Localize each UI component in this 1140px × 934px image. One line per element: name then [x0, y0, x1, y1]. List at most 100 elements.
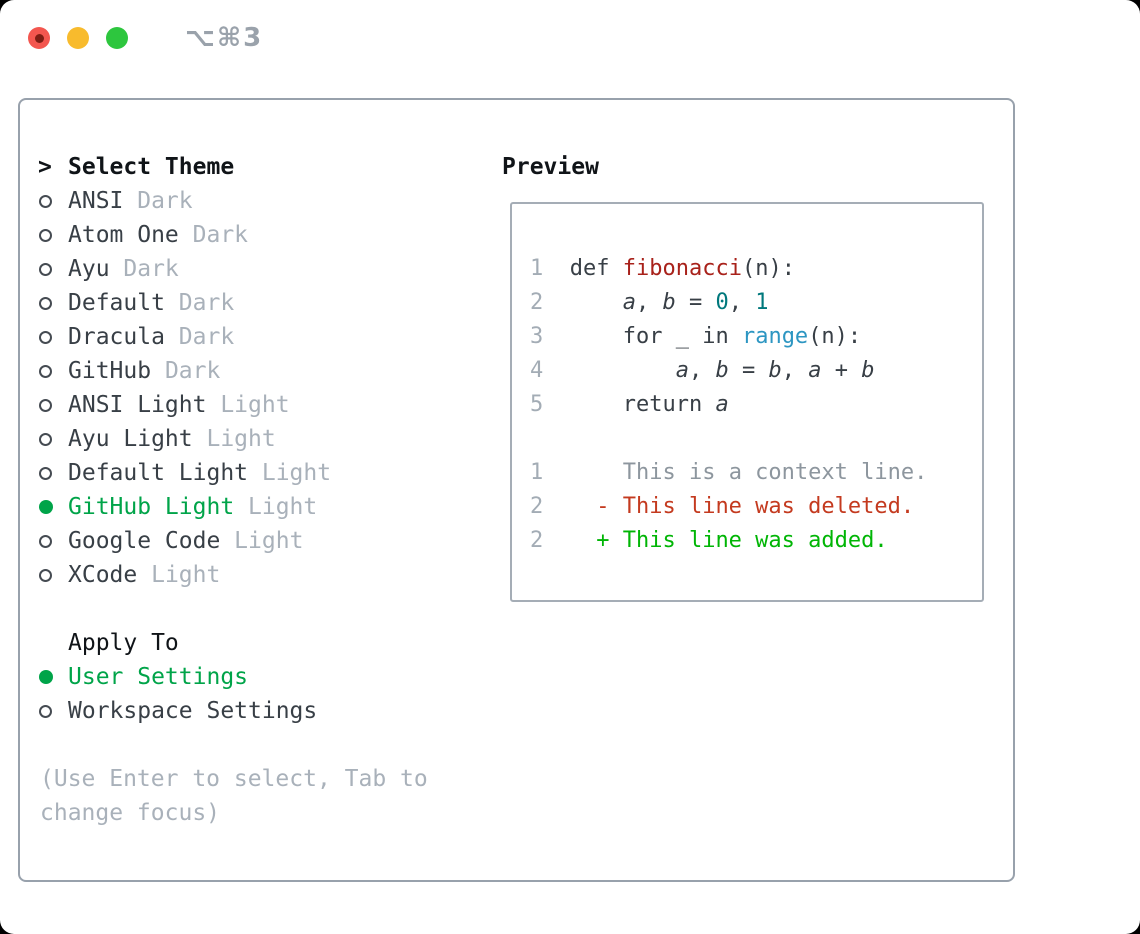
theme-option[interactable]: GitHub Dark: [38, 354, 428, 388]
record-dot-icon: [34, 33, 44, 43]
code-preview: 1 def fibonacci(n): 2 a, b = 0, 1 3 for …: [512, 204, 982, 558]
radio-unselected-icon[interactable]: [39, 568, 52, 582]
code-token-pln: ,: [781, 358, 809, 383]
theme-variant-tag: Dark: [109, 256, 179, 282]
radio-unselected-icon[interactable]: [39, 228, 52, 242]
code-token-lit: 0: [715, 290, 729, 315]
radio-unselected-icon[interactable]: [39, 432, 52, 446]
theme-option-label: GitHub Light: [68, 494, 235, 520]
code-token-pln: +: [821, 358, 862, 383]
theme-variant-tag: Light: [220, 528, 304, 554]
radio-unselected-icon[interactable]: [39, 398, 52, 412]
hint-line-2: change focus): [40, 800, 221, 826]
theme-option-label: Google Code: [68, 528, 221, 554]
theme-option[interactable]: Default Dark: [38, 286, 428, 320]
radio-unselected-icon[interactable]: [39, 194, 52, 208]
theme-variant-tag: Dark: [164, 324, 235, 350]
radio-unselected-icon[interactable]: [39, 296, 52, 310]
radio-marker: [38, 296, 68, 310]
theme-option[interactable]: Dracula Dark: [38, 320, 428, 354]
apply-to-option[interactable]: User Settings: [38, 660, 428, 694]
close-button[interactable]: [28, 27, 50, 49]
theme-variant-tag: Dark: [123, 188, 193, 214]
radio-marker: [38, 432, 68, 446]
code-token-num: 1: [530, 256, 544, 281]
theme-option[interactable]: GitHub Light Light: [38, 490, 428, 524]
theme-option-label: Ayu: [68, 256, 110, 282]
code-token-num: 2: [530, 528, 544, 553]
theme-option[interactable]: Ayu Dark: [38, 252, 428, 286]
theme-option-label: ANSI Light: [68, 392, 207, 418]
radio-unselected-icon[interactable]: [39, 466, 52, 480]
radio-marker: [38, 466, 68, 480]
select-theme-title: Select Theme: [68, 154, 235, 180]
code-token-call: range: [741, 324, 809, 349]
theme-variant-tag: Dark: [164, 290, 235, 316]
code-token-var: b: [662, 290, 676, 315]
apply-to-title: Apply To: [68, 630, 179, 656]
code-token-pln: for _ in: [622, 324, 742, 349]
minimize-button[interactable]: [67, 27, 89, 49]
code-token-pln: [543, 290, 622, 315]
apply-to-option[interactable]: Workspace Settings: [38, 694, 428, 728]
code-token-add: + This line was added.: [596, 528, 888, 553]
theme-option[interactable]: XCode Light: [38, 558, 428, 592]
radio-marker: [38, 194, 68, 208]
apply-to-option-label: User Settings: [68, 664, 249, 690]
theme-variant-tag: Light: [248, 460, 332, 486]
code-token-var: b: [861, 358, 875, 383]
theme-option[interactable]: Google Code Light: [38, 524, 428, 558]
maximize-button[interactable]: [106, 27, 128, 49]
theme-option-label: ANSI: [68, 188, 124, 214]
keyboard-hint: (Use Enter to select, Tab to change focus…: [40, 762, 428, 830]
theme-option[interactable]: Atom One Dark: [38, 218, 428, 252]
theme-variant-tag: Dark: [178, 222, 249, 248]
code-token-pln: =: [728, 358, 769, 383]
radio-unselected-icon[interactable]: [39, 534, 52, 548]
code-token-pln: [543, 494, 596, 519]
theme-option[interactable]: ANSI Dark: [38, 184, 428, 218]
code-token-pln: (n):: [741, 256, 795, 281]
radio-selected-icon[interactable]: [39, 500, 53, 514]
code-token-pln: [543, 528, 596, 553]
theme-option[interactable]: ANSI Light Light: [38, 388, 428, 422]
preview-title: Preview: [502, 154, 599, 180]
code-token-del: - This line was deleted.: [596, 494, 915, 519]
code-token-pln: return: [622, 392, 716, 417]
code-token-ctx: This is a context line.: [622, 460, 928, 485]
code-token-var: a: [808, 358, 822, 383]
radio-marker: [38, 262, 68, 276]
theme-option-label: Atom One: [68, 222, 179, 248]
theme-variant-tag: Light: [192, 426, 276, 452]
radio-marker: [38, 704, 68, 718]
radio-unselected-icon[interactable]: [39, 364, 52, 378]
hint-line-1: (Use Enter to select, Tab to: [40, 766, 428, 792]
theme-option[interactable]: Default Light Light: [38, 456, 428, 490]
code-token-num: 5: [530, 392, 544, 417]
code-token-pln: =: [675, 290, 716, 315]
code-token-pln: ,: [635, 290, 663, 315]
select-theme-header-row: > Select Theme: [38, 150, 428, 184]
radio-unselected-icon[interactable]: [39, 262, 52, 276]
theme-variant-tag: Light: [234, 494, 318, 520]
theme-option[interactable]: Ayu Light Light: [38, 422, 428, 456]
code-token-var: a: [675, 358, 689, 383]
radio-selected-icon[interactable]: [39, 670, 53, 684]
code-token-pln: ,: [728, 290, 756, 315]
code-token-num: 2: [530, 494, 544, 519]
code-token-pln: (n):: [808, 324, 862, 349]
radio-unselected-icon[interactable]: [39, 704, 52, 718]
code-token-var: b: [715, 358, 729, 383]
radio-marker: [38, 330, 68, 344]
radio-marker: [38, 670, 68, 684]
code-token-var: a: [715, 392, 729, 417]
radio-marker: [38, 568, 68, 582]
theme-option-label: XCode: [68, 562, 138, 588]
radio-unselected-icon[interactable]: [39, 330, 52, 344]
code-token-pln: [543, 392, 622, 417]
code-token-var: a: [622, 290, 636, 315]
